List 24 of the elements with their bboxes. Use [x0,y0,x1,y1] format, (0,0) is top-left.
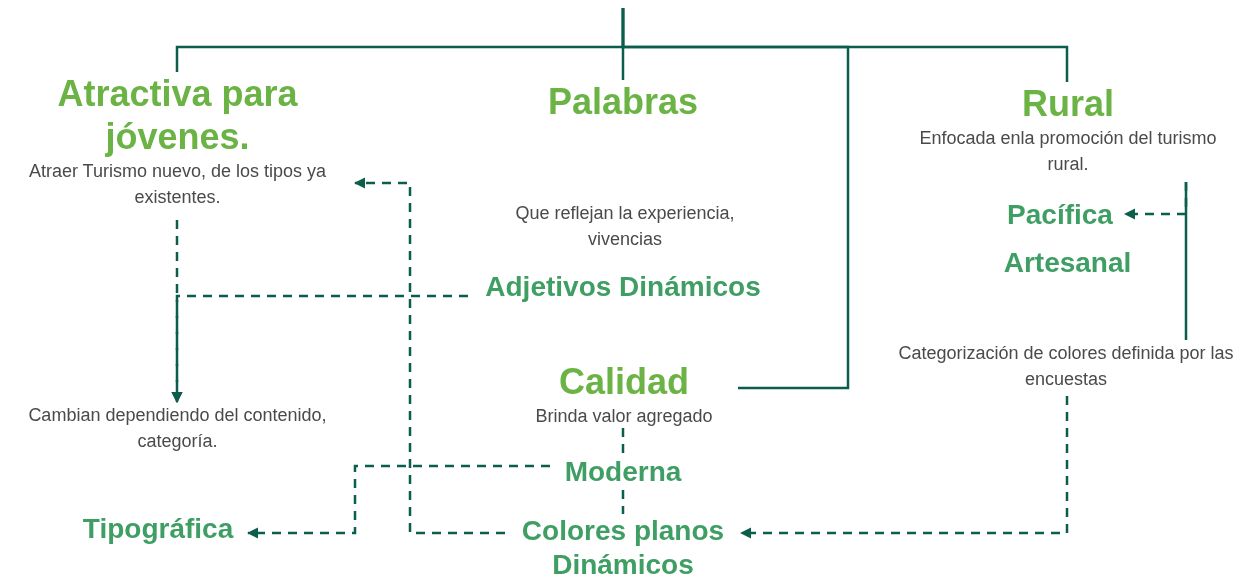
heading-text: Artesanal [1003,246,1132,280]
connector-line [621,8,850,390]
heading-text: Atractiva para jóvenes. [56,72,299,159]
heading-text: Calidad [559,360,689,404]
description-text: Categorización de colores definida por las encuestas [897,342,1235,392]
description-text: Cambian dependiendo del contenido, categoría. [27,404,328,454]
heading-text: Palabras [547,80,699,124]
arrow [246,464,550,539]
description-text: Atraer Turismo nuevo, de los tipos ya existentes. [27,160,328,210]
heading-text: Rural [1022,82,1114,126]
arrow [739,396,1069,539]
connector-line [621,428,625,455]
description-text: Enfocada enla promoción del turismo rural. [918,127,1218,177]
arrow [171,294,468,404]
heading-text: Colores planos Dinámicos [520,514,726,582]
note-text: Que reflejan la experiencia, vivencias [514,202,736,252]
heading-text: Moderna [564,455,682,489]
arrow [353,177,505,535]
heading-text: Adjetivos Dinámicos [485,270,761,304]
heading-text: Tipográfica [82,512,234,546]
connector-line [1184,182,1188,340]
heading-text: Pacífica [1007,198,1113,232]
connector-line [621,490,625,514]
description-text: Brinda valor agregado [535,405,713,429]
